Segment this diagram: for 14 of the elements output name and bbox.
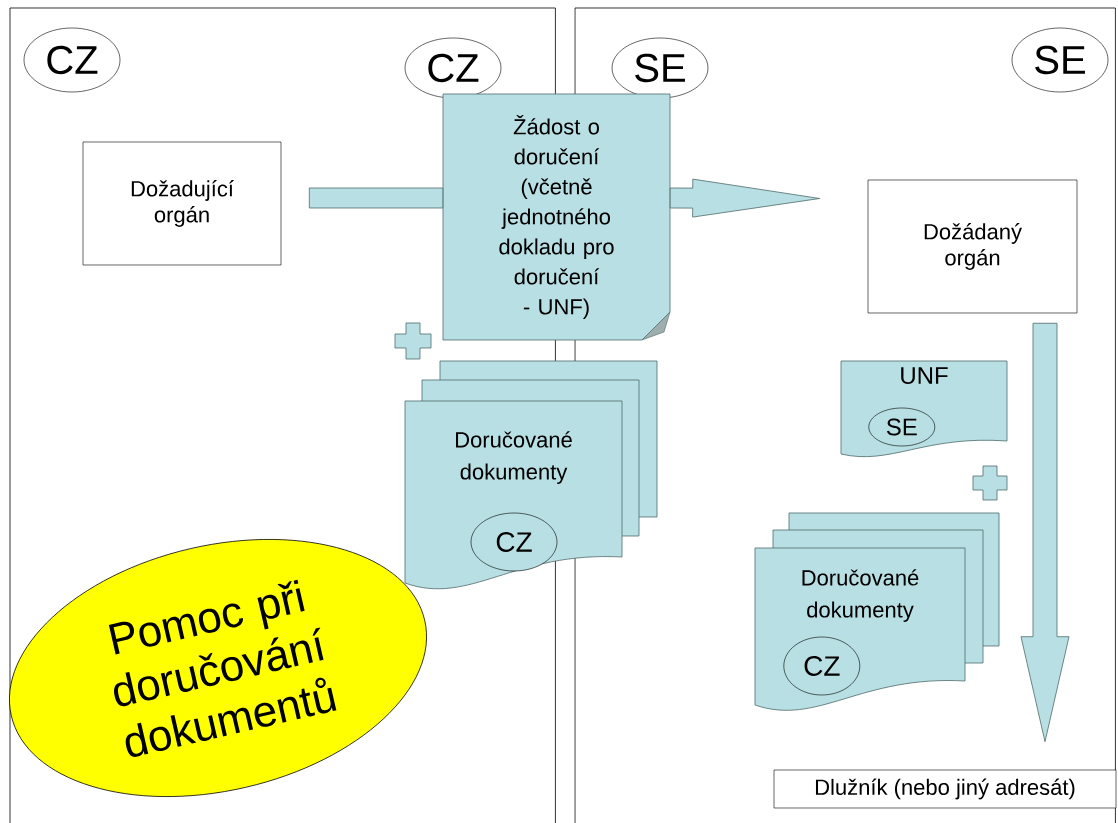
- block-arrow: [1020, 322, 1070, 743]
- request-document: Žádost o doručení (včetně jednotného dokladu pro doručení - UNF): [442, 93, 671, 341]
- country-oval: CZ: [783, 636, 861, 696]
- country-oval: CZ: [404, 37, 502, 99]
- authority-box: Dlužník (nebo jiný adresát): [773, 769, 1117, 809]
- country-oval: CZ: [470, 512, 558, 572]
- country-oval: SE: [611, 37, 709, 99]
- country-oval: SE: [1011, 27, 1109, 93]
- country-oval: SE: [868, 407, 936, 447]
- authority-box: Dožadující orgán: [82, 141, 282, 266]
- block-arrow: [669, 178, 821, 218]
- block-arrow: [308, 187, 444, 209]
- country-oval: CZ: [23, 27, 121, 93]
- authority-box: Dožádaný orgán: [867, 179, 1078, 314]
